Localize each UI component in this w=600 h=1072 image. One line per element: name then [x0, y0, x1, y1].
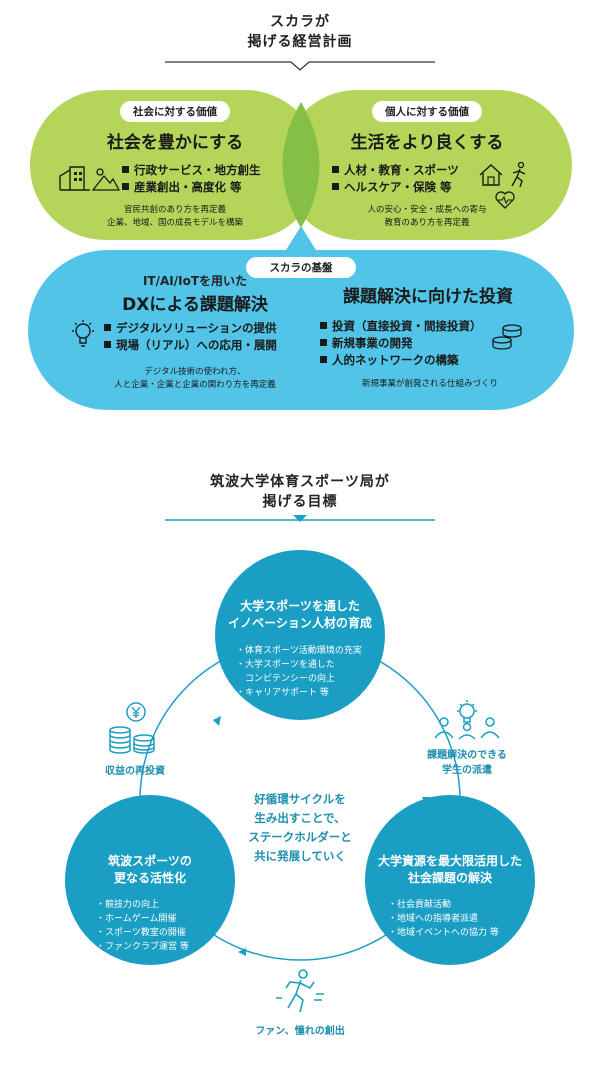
- society-label: 社会に対する価値: [120, 101, 230, 122]
- foundation-pointer: [286, 226, 316, 250]
- top-title-line2: 掲げる経営計画: [247, 34, 353, 50]
- dx-subheading: IT/AI/IoTを用いた: [142, 274, 248, 288]
- cycle-arrow-left: [213, 716, 221, 726]
- individual-bullets: 人材・教育・スポーツ ヘルスケア・保険 等: [332, 162, 459, 196]
- individual-note: 人の安心・安全・成長への寄与 教育のあり方を再定義: [367, 205, 487, 228]
- society-bullet: 行政サービス・地方創生: [122, 162, 261, 179]
- foundation-pill: [28, 250, 574, 410]
- overlap-lens: [282, 102, 320, 228]
- individual-bullet: 人材・教育・スポーツ: [332, 162, 459, 179]
- fans-label: ファン、憧れの創出: [255, 1026, 345, 1037]
- society-pill: [30, 90, 320, 240]
- society-bullet: 産業創出・高度化 等: [122, 179, 261, 196]
- bottom-title: 筑波大学体育スポーツ局が 掲げる目標: [150, 472, 450, 512]
- individual-label: 個人に対する価値: [372, 101, 482, 122]
- dx-bullet: デジタルソリューションの提供: [104, 320, 277, 337]
- bottom-divider-notch: [293, 515, 307, 522]
- society-heading: 社会を豊かにする: [106, 133, 244, 153]
- goal-circle-top: [215, 550, 385, 720]
- foundation-label: スカラの基盤: [246, 257, 356, 278]
- goal-circle-right: [365, 795, 535, 965]
- bottom-title-line1: 筑波大学体育スポーツ局が: [210, 474, 390, 490]
- individual-heading: 生活をより良くする: [350, 133, 504, 153]
- investment-note: 新規事業が創発される仕組みづくり: [361, 379, 498, 389]
- students-label: 課題解決のできる 学生の派遣: [427, 750, 507, 776]
- dx-heading: DXによる課題解決: [122, 295, 268, 315]
- society-note: 官民共創のあり方を再定義 企業、地域、国の成長モデルを構築: [106, 205, 243, 228]
- society-bullets: 行政サービス・地方創生 産業創出・高度化 等: [122, 162, 261, 196]
- top-title: スカラが 掲げる経営計画: [150, 12, 450, 52]
- investment-bullet: 人的ネットワークの構築: [320, 352, 482, 369]
- cycle-center-text: 好循環サイクルを 生み出すことで、 ステークホルダーと 共に発展していく: [248, 792, 352, 863]
- dx-bullets: デジタルソリューションの提供 現場（リアル）への応用・展開: [104, 320, 277, 354]
- reinvest-label: 収益の再投資: [105, 766, 165, 777]
- investment-heading: 課題解決に向けた投資: [343, 287, 513, 307]
- dx-bullet: 現場（リアル）への応用・展開: [104, 337, 277, 354]
- right-circle-items: ・社会貢献活動 ・地域への指導者派遣 ・地域イベントへの協力 等: [388, 900, 499, 938]
- investment-bullet: 新規事業の開発: [320, 335, 482, 352]
- goal-circle-left: [65, 795, 235, 965]
- top-circle-items: ・体育スポーツ活動環境の充実 ・大学スポーツを通した コンピテンシーの向上 ・キ…: [236, 646, 362, 698]
- left-circle-title: 筑波スポーツの 更なる活性化: [108, 854, 192, 885]
- left-circle-items: ・競技力の向上 ・ホームゲーム開催 ・スポーツ教室の開催 ・ファンクラブ運営 等: [96, 900, 189, 952]
- bottom-title-line2: 掲げる目標: [262, 494, 338, 510]
- investment-bullet: 投資（直接投資・間接投資）: [320, 318, 482, 335]
- top-title-line1: スカラが: [270, 14, 330, 30]
- investment-bullets: 投資（直接投資・間接投資） 新規事業の開発 人的ネットワークの構築: [320, 318, 482, 369]
- individual-bullet: ヘルスケア・保険 等: [332, 179, 459, 196]
- cycle-arrow-bottom: [238, 948, 246, 956]
- right-circle-title: 大学資源を最大限活用した 社会課題の解決: [377, 854, 522, 885]
- dx-note: デジタル技術の使われ方、 人と企業・企業と企業の関わり方を再定義: [114, 367, 276, 390]
- top-divider: [165, 61, 435, 71]
- top-circle-title: 大学スポーツを通した イノベーション人材の育成: [228, 599, 372, 630]
